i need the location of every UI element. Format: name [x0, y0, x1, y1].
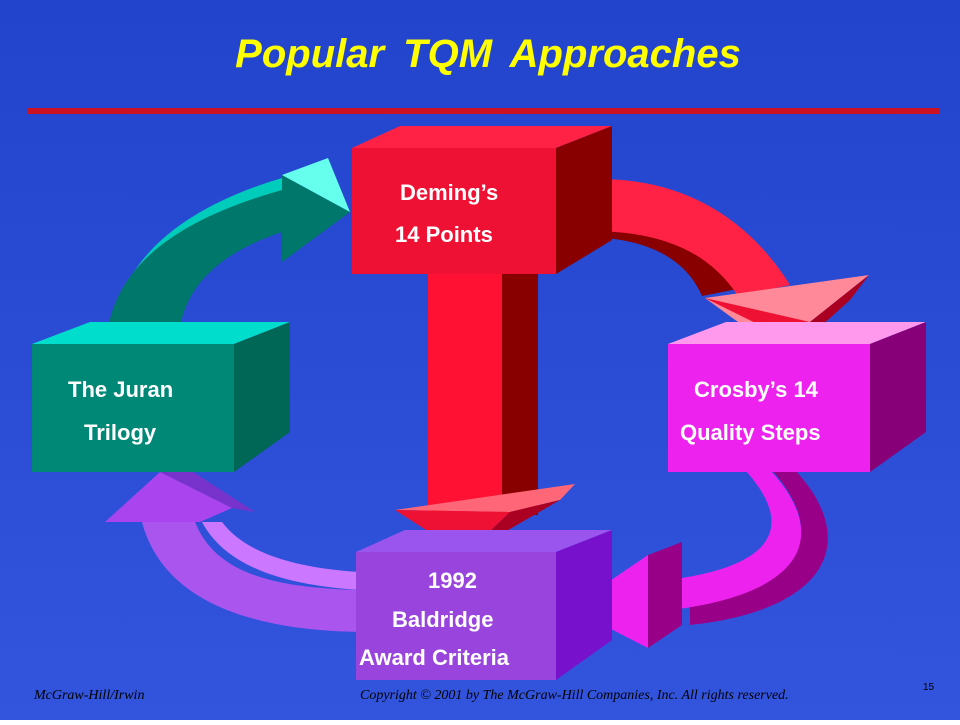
baldridge-label-line1: 1992 — [428, 568, 477, 593]
baldridge-label-line3: Award Criteria — [359, 645, 509, 670]
juran-label-line1: The Juran — [68, 377, 174, 402]
baldridge-cube — [356, 530, 612, 680]
page-number: 15 — [923, 682, 935, 693]
juran-label-line2: Trilogy — [84, 420, 157, 445]
arrow-juran-to-deming — [106, 158, 350, 345]
crosby-cube — [668, 322, 926, 472]
footer-copyright: Copyright © 2001 by The McGraw-Hill Comp… — [360, 688, 789, 703]
baldridge-label-line2: Baldridge — [392, 607, 494, 632]
title-rule — [28, 108, 940, 114]
juran-cube — [32, 322, 290, 472]
slide-title: Popular TQM Approaches — [235, 32, 741, 76]
crosby-label-line2: Quality Steps — [680, 420, 821, 445]
arrow-baldridge-to-juran — [105, 470, 360, 632]
crosby-label-line1: Crosby’s 14 — [694, 377, 818, 402]
footer-publisher: McGraw-Hill/Irwin — [34, 688, 145, 703]
deming-cube — [352, 126, 612, 274]
deming-label-line2: 14 Points — [395, 222, 493, 247]
deming-label-line1: Deming’s — [400, 180, 499, 205]
